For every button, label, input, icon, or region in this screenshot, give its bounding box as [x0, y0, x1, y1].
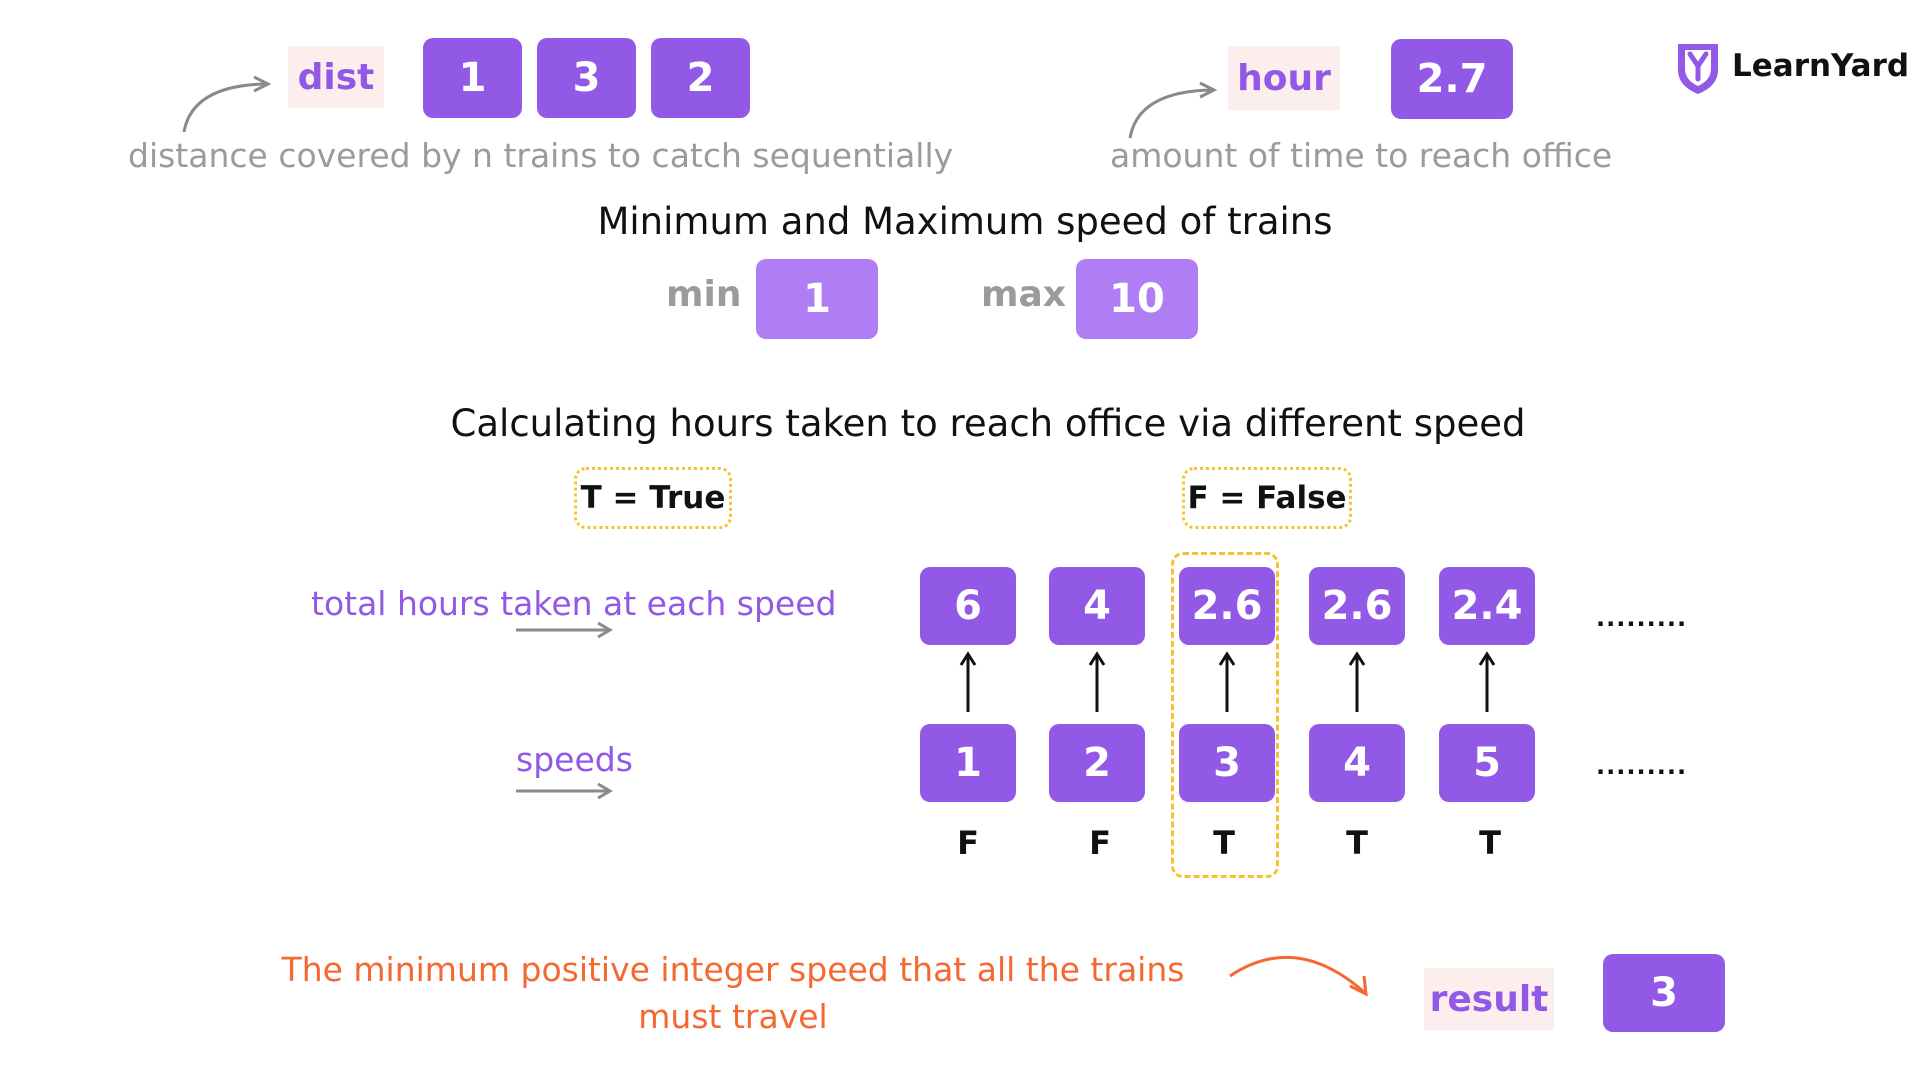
arrow-up-icon — [1478, 651, 1496, 712]
arrow-right-icon — [516, 621, 613, 639]
ellipsis: ......... — [1596, 752, 1688, 780]
curved-arrow-icon — [182, 75, 272, 133]
hours-box: 2.4 — [1439, 567, 1535, 645]
ellipsis: ......... — [1596, 604, 1688, 632]
speed-box: 5 — [1439, 724, 1535, 802]
result-value-box: 3 — [1603, 954, 1725, 1032]
speeds-row-label: speeds — [516, 740, 633, 779]
hour-value-box: 2.7 — [1391, 39, 1513, 119]
result-note: The minimum positive integer speed that … — [281, 950, 1185, 1036]
brand-name: LearnYard — [1732, 48, 1910, 84]
shield-y-icon — [1678, 44, 1718, 94]
curved-arrow-icon — [1128, 81, 1218, 139]
min-value-box: 1 — [756, 259, 878, 339]
arrow-up-icon — [1088, 651, 1106, 712]
arrow-up-icon — [959, 651, 977, 712]
speed-box: 2 — [1049, 724, 1145, 802]
flag-label: F — [1089, 824, 1111, 862]
flag-label: T — [1479, 824, 1501, 862]
result-tag: result — [1424, 968, 1554, 1030]
highlight-frame — [1171, 552, 1279, 878]
speed-box: 3 — [1179, 724, 1275, 802]
speed-range-title: Minimum and Maximum speed of trains — [597, 200, 1333, 243]
calculation-title: Calculating hours taken to reach office … — [450, 402, 1526, 445]
flag-label: T — [1213, 824, 1235, 862]
hours-row-label: total hours taken at each speed — [311, 584, 837, 623]
hours-box: 6 — [920, 567, 1016, 645]
dist-value-box: 1 — [423, 38, 522, 118]
logo: LearnYard — [1672, 38, 1909, 98]
hours-box: 2.6 — [1179, 567, 1275, 645]
flag-label: T — [1346, 824, 1368, 862]
speed-box: 1 — [920, 724, 1016, 802]
dist-tag: dist — [288, 46, 384, 108]
hour-tag: hour — [1228, 46, 1340, 110]
max-value-box: 10 — [1076, 259, 1198, 339]
dist-caption: distance covered by n trains to catch se… — [128, 136, 954, 175]
flag-label: F — [957, 824, 979, 862]
max-label: max — [981, 274, 1067, 315]
legend-false: F = False — [1182, 467, 1352, 529]
dist-value-box: 3 — [537, 38, 636, 118]
hours-box: 2.6 — [1309, 567, 1405, 645]
dist-value-box: 2 — [651, 38, 750, 118]
hour-caption: amount of time to reach office — [1110, 136, 1613, 175]
hours-box: 4 — [1049, 567, 1145, 645]
curved-arrow-icon — [1229, 956, 1368, 997]
speed-box: 4 — [1309, 724, 1405, 802]
arrow-up-icon — [1348, 651, 1366, 712]
min-label: min — [666, 274, 742, 315]
legend-true: T = True — [574, 467, 732, 529]
arrow-up-icon — [1218, 651, 1236, 712]
arrow-right-icon — [516, 782, 613, 800]
